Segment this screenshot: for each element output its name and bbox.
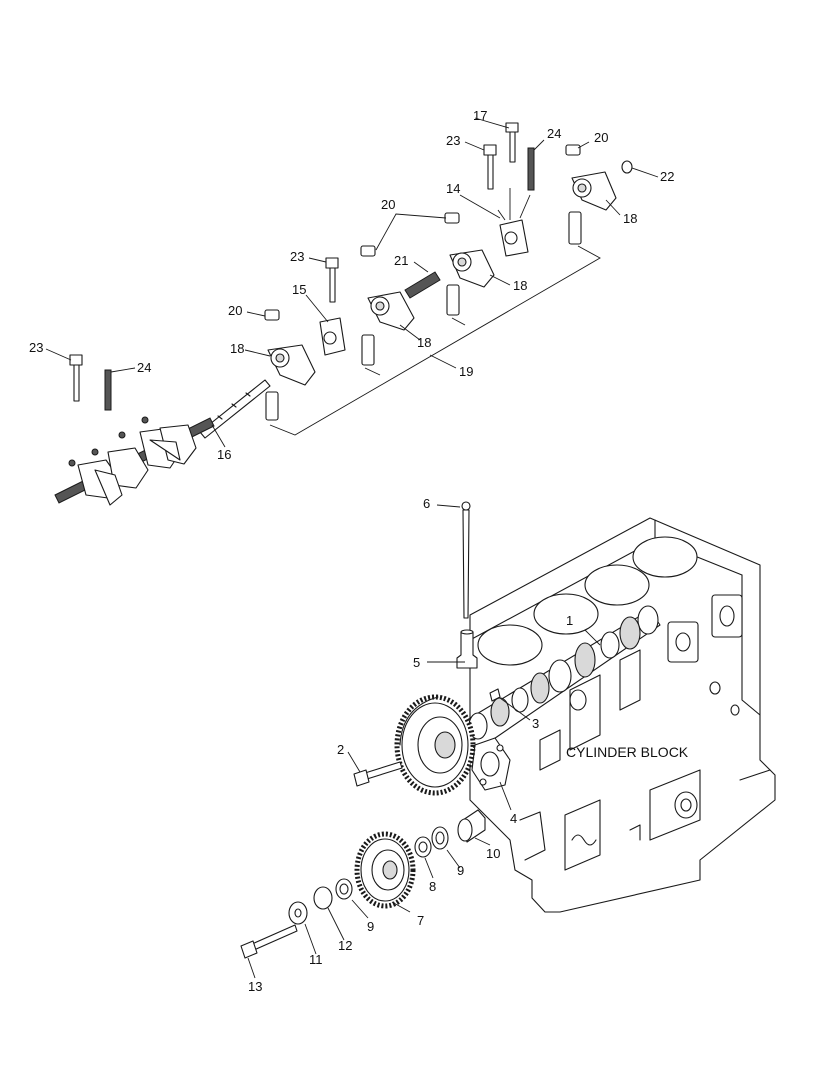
- rocker-arm-4: [571, 171, 617, 211]
- adjusting-screw-1: [265, 391, 279, 421]
- callout-23-c: 23: [446, 133, 460, 148]
- tappet: [456, 629, 478, 669]
- cylinder-block-label: CYLINDER BLOCK: [566, 744, 689, 760]
- woodruff-key: [489, 688, 501, 702]
- lock-nut-1: [264, 309, 280, 321]
- callout-18-c: 18: [513, 278, 527, 293]
- idler-gear: [354, 831, 416, 909]
- callout-15: 15: [292, 282, 306, 297]
- bracket-stud-right: [527, 147, 535, 191]
- thrust-plate: [471, 737, 511, 791]
- callout-24-b: 24: [547, 126, 561, 141]
- callout-23-a: 23: [29, 340, 43, 355]
- callout-20-c: 20: [594, 130, 608, 145]
- bracket-stud-left: [104, 369, 112, 411]
- idler-bushing: [414, 836, 432, 858]
- callout-10: 10: [486, 846, 500, 861]
- adjusting-screw-3: [446, 284, 460, 316]
- callout-17: 17: [473, 108, 487, 123]
- rocker-bracket-14: [499, 219, 529, 257]
- callout-14: 14: [446, 181, 460, 196]
- assembled-rocker-arms: [54, 416, 215, 506]
- callout-9-lower: 9: [367, 919, 374, 934]
- lock-nut-4: [565, 144, 581, 156]
- callout-22: 22: [660, 169, 674, 184]
- callout-7: 7: [417, 913, 424, 928]
- callout-23-b: 23: [290, 249, 304, 264]
- rocker-bracket-15: [319, 317, 346, 356]
- callout-24-a: 24: [137, 360, 151, 375]
- callout-18-d: 18: [623, 211, 637, 226]
- callout-19: 19: [459, 364, 473, 379]
- push-rod: [461, 501, 471, 619]
- cylinder-block: [469, 517, 776, 913]
- rocker-arm-3: [449, 249, 495, 288]
- callout-20-a: 20: [228, 303, 242, 318]
- rocker-shaft: [199, 379, 271, 439]
- callout-16: 16: [217, 447, 231, 462]
- leader-lines: [45, 117, 659, 979]
- rocker-arm-2: [367, 291, 415, 331]
- idler-shaft: [457, 809, 486, 843]
- lock-washer: [288, 901, 308, 925]
- thrust-washer-inner: [431, 826, 449, 850]
- bracket-bolt-right: [483, 144, 497, 190]
- callout-12: 12: [338, 938, 352, 953]
- idler-bolt: [240, 924, 298, 959]
- callout-8: 8: [429, 879, 436, 894]
- callout-4: 4: [510, 811, 517, 826]
- callout-21: 21: [394, 253, 408, 268]
- bracket-bolt-left: [69, 354, 83, 402]
- plate-washer: [313, 886, 333, 910]
- callout-6: 6: [423, 496, 430, 511]
- callout-9-upper: 9: [457, 863, 464, 878]
- callout-18-a: 18: [230, 341, 244, 356]
- thrust-washer-outer: [335, 878, 353, 900]
- callout-20-b: 20: [381, 197, 395, 212]
- adjusting-screw-2: [361, 334, 375, 366]
- lock-nut-3: [444, 212, 460, 224]
- camshaft-gear: [394, 694, 476, 796]
- camshaft: [454, 605, 661, 749]
- callout-18-b: 18: [417, 335, 431, 350]
- callout-5: 5: [413, 655, 420, 670]
- rocker-arm-1: [267, 344, 316, 386]
- callout-3: 3: [532, 716, 539, 731]
- bracket-bolt-17: [505, 122, 519, 163]
- callout-2: 2: [337, 742, 344, 757]
- lock-nut-2: [360, 245, 376, 257]
- bracket-bolt-mid: [325, 257, 339, 303]
- callout-13: 13: [248, 979, 262, 994]
- adjusting-screw-4: [568, 211, 582, 245]
- callout-11: 11: [309, 952, 323, 967]
- camshaft-gear-bolt: [353, 761, 403, 787]
- callout-1: 1: [566, 613, 573, 628]
- rocker-spring: [404, 271, 441, 299]
- snap-ring: [621, 160, 633, 174]
